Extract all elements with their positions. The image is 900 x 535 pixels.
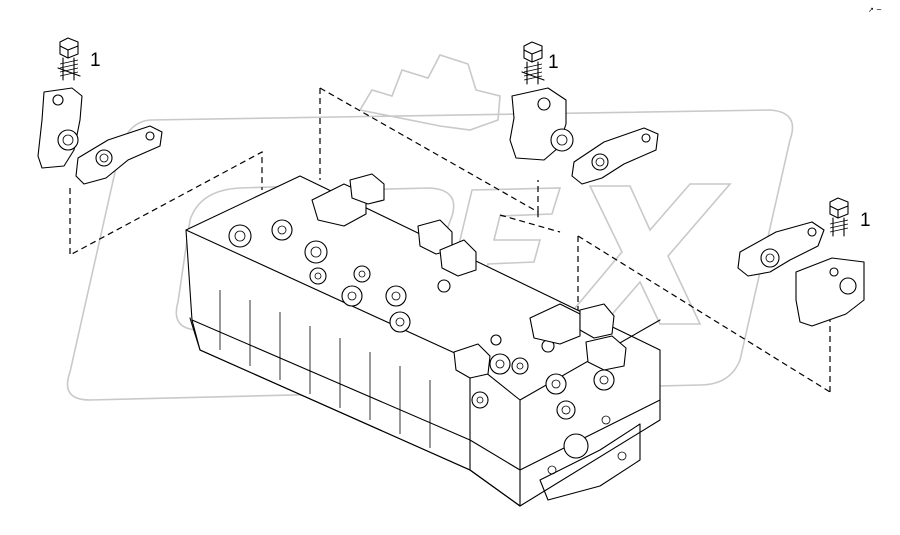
callout-label: 1 [548,52,559,73]
bracket-right [795,257,865,327]
callout-label: 1 [860,210,871,231]
valve-spring-housings [311,173,627,379]
bolt-left-icon [57,37,81,81]
right-rocker-assembly: 1 [737,197,871,327]
bolt-middle-icon [521,41,545,85]
dashed-guide-lines [69,87,831,393]
cylinder-head [185,173,661,507]
bolt-right-icon [829,197,849,237]
cylinder-head-ports [228,219,615,420]
left-rocker-assembly: 1 [37,37,163,185]
rocker-arm-middle [571,127,659,185]
rocker-arm-left [75,125,163,185]
middle-rocker-assembly: 1 [509,41,659,185]
corner-mark: ↗ ~ [868,6,882,14]
rocker-arm-right [737,221,825,277]
callout-label: 1 [90,50,101,71]
